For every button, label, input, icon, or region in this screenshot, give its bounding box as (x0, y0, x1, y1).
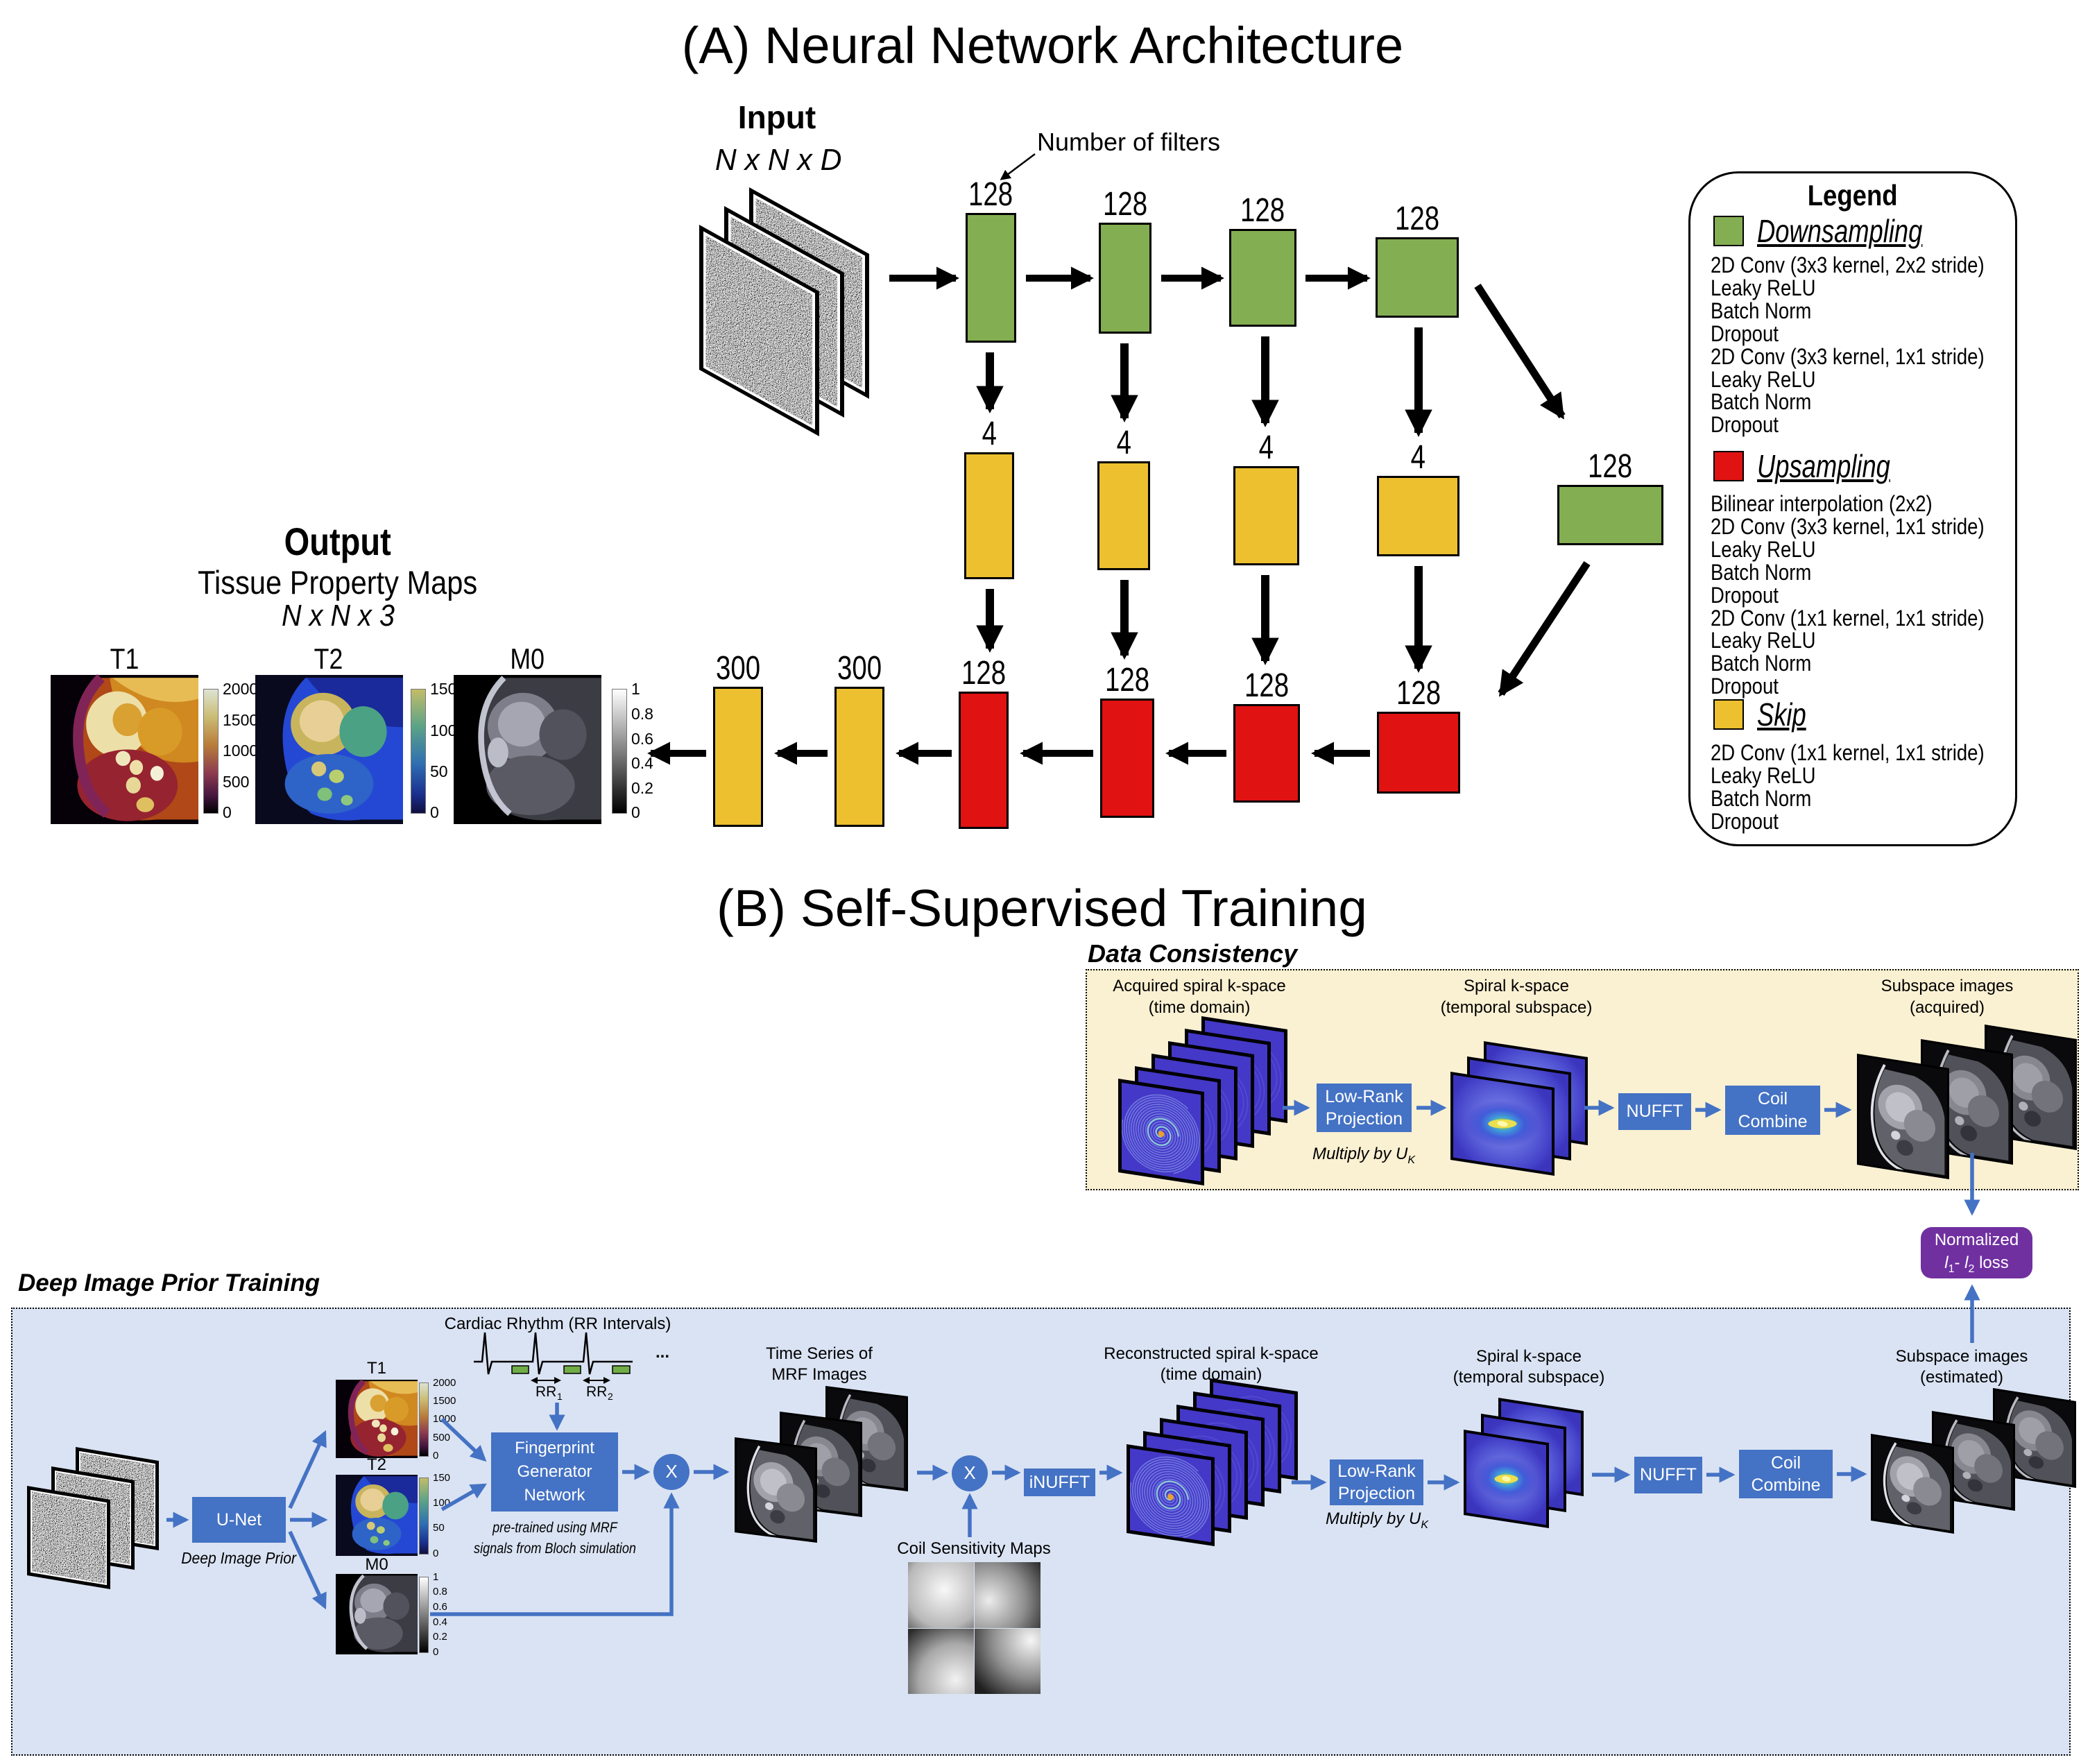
svg-text:RR: RR (536, 1384, 556, 1400)
svg-text:2: 2 (608, 1391, 613, 1402)
svg-text:RR: RR (586, 1384, 607, 1400)
svg-text:1: 1 (557, 1391, 563, 1402)
svg-text:...: ... (656, 1343, 669, 1362)
